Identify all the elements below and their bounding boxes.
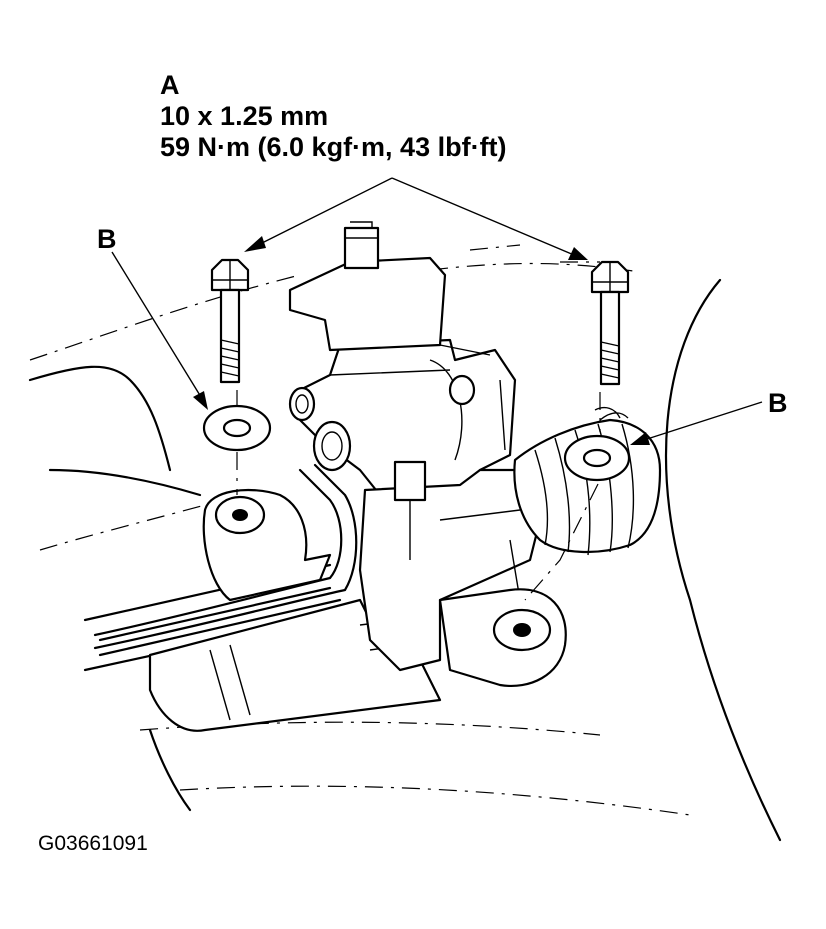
body-edge	[28, 365, 172, 472]
leader-line-a-left	[255, 177, 393, 247]
leader-line-b-right	[643, 401, 763, 441]
gear-housing	[358, 468, 542, 672]
valve-body-detail	[329, 344, 506, 461]
callout-a-torque-spec: 59 N·m (6.0 kgf·m, 43 lbf·ft)	[160, 132, 507, 162]
washer-icon	[202, 404, 272, 452]
pinion-cap	[288, 256, 447, 352]
right-mount-hole-center	[513, 623, 531, 637]
leader-line-b-left	[111, 251, 202, 398]
mounting-bolt-icon	[210, 258, 250, 384]
valve-port	[312, 420, 352, 472]
arrowhead	[630, 432, 650, 445]
leader-line-a-right	[391, 177, 575, 256]
mounting-bolt-icon	[590, 260, 630, 386]
body-edge	[148, 728, 192, 812]
subframe-edge	[664, 278, 782, 842]
rack-housing-detail	[209, 614, 441, 721]
bolt-axis-line	[524, 392, 601, 601]
body-edge	[48, 468, 202, 497]
body-panel-outline	[469, 244, 600, 263]
valve-port	[448, 374, 476, 406]
callout-b-right: B	[768, 388, 788, 418]
valve-port-inner	[295, 394, 309, 414]
fluid-line	[93, 463, 358, 650]
body-panel-outline	[29, 262, 641, 361]
pinion-shaft	[343, 226, 380, 270]
figure-id: G03661091	[38, 832, 148, 855]
callout-a-letter: A	[160, 70, 180, 100]
pinion-shaft-detail	[345, 221, 378, 239]
rack-boot-folds	[534, 423, 635, 556]
valve-port-inner	[321, 431, 343, 461]
body-panel-outline	[39, 504, 206, 551]
arrowhead	[193, 391, 208, 410]
gear-housing-stub	[393, 460, 427, 502]
valve-port	[288, 386, 316, 422]
body-panel-outline	[139, 721, 691, 816]
callout-a-thread-spec: 10 x 1.25 mm	[160, 101, 329, 131]
arrowhead	[244, 236, 266, 252]
boot-clamp	[594, 406, 629, 421]
washer-icon	[563, 434, 631, 482]
callout-b-left: B	[97, 224, 117, 254]
arrowhead	[568, 247, 588, 260]
left-mount-hole-center	[232, 509, 248, 521]
callout-a: A 10 x 1.25 mm 59 N·m (6.0 kgf·m, 43 lbf…	[160, 70, 507, 163]
rack-tube	[98, 586, 342, 657]
